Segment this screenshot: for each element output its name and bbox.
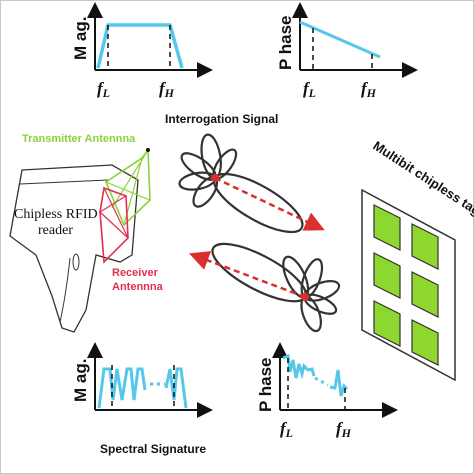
- transmitter-antenna-label: Transmitter Antennna: [22, 133, 136, 145]
- backscatter-radiation-pattern: [211, 242, 341, 333]
- reader-trigger: [72, 253, 80, 271]
- spectral-magnitude-trace-low: [97, 367, 147, 409]
- tag-patches: [373, 204, 439, 366]
- fl-tick-label: fL: [303, 79, 316, 100]
- rfid-reader: Chipless RFID reader: [9, 147, 151, 333]
- reader-handle-edge: [59, 257, 71, 323]
- fl-tick-label: fL: [280, 419, 293, 440]
- tag-patch: [411, 271, 439, 318]
- fh-tick-label: fH: [159, 79, 175, 100]
- tag-patch: [411, 223, 439, 270]
- transmitter-antenna: [105, 147, 151, 227]
- transmit-radiation-pattern: [178, 133, 304, 234]
- spectral-caption: Spectral Signature: [100, 442, 206, 456]
- interrogation-magnitude-plot: M ag. fL fH: [71, 2, 213, 100]
- magnitude-trace: [96, 23, 184, 69]
- magnitude-axis-label: M ag.: [71, 17, 90, 60]
- reader-edge: [19, 179, 109, 185]
- phase-trace: [299, 20, 381, 59]
- tag-patch: [373, 252, 401, 299]
- spectral-magnitude-trace-high: [164, 367, 188, 409]
- spectral-phase-gap: [314, 376, 329, 387]
- receiver-antenna-label-line2: Antennna: [112, 281, 164, 293]
- chipless-tag: Multibit chipless tag: [361, 138, 474, 382]
- interrogation-caption: Interrogation Signal: [165, 112, 278, 126]
- phase-axis-label: P hase: [276, 15, 295, 70]
- transmit-beam-arrow: [214, 176, 325, 231]
- interrogation-phase-plot: P hase fL fH: [276, 2, 418, 100]
- receiver-antenna-label-line1: Receiver: [112, 267, 159, 279]
- spectral-magnitude-plot: M ag.: [71, 342, 213, 418]
- reader-body: [9, 164, 139, 333]
- fh-tick-label: fH: [336, 419, 352, 440]
- antenna-tip: [146, 148, 150, 152]
- spectral-phase-trace-low: [282, 353, 316, 380]
- fh-tick-label: fH: [361, 79, 377, 100]
- reader-label-line2: reader: [38, 223, 73, 238]
- spectral-phase-plot: P hase fL fH: [256, 342, 398, 440]
- reader-label-line1: Chipless RFID: [14, 207, 98, 222]
- spectral-phase-trace-high: [329, 369, 349, 397]
- tag-patch: [411, 319, 439, 366]
- tag-patch: [373, 204, 401, 251]
- tag-patch: [373, 300, 401, 347]
- phase-axis-label: P hase: [256, 357, 275, 412]
- backscatter-beam-arrow: [188, 251, 306, 299]
- magnitude-axis-label: M ag.: [71, 359, 90, 402]
- fl-tick-label: fL: [97, 79, 110, 100]
- receiver-antenna: [99, 186, 129, 264]
